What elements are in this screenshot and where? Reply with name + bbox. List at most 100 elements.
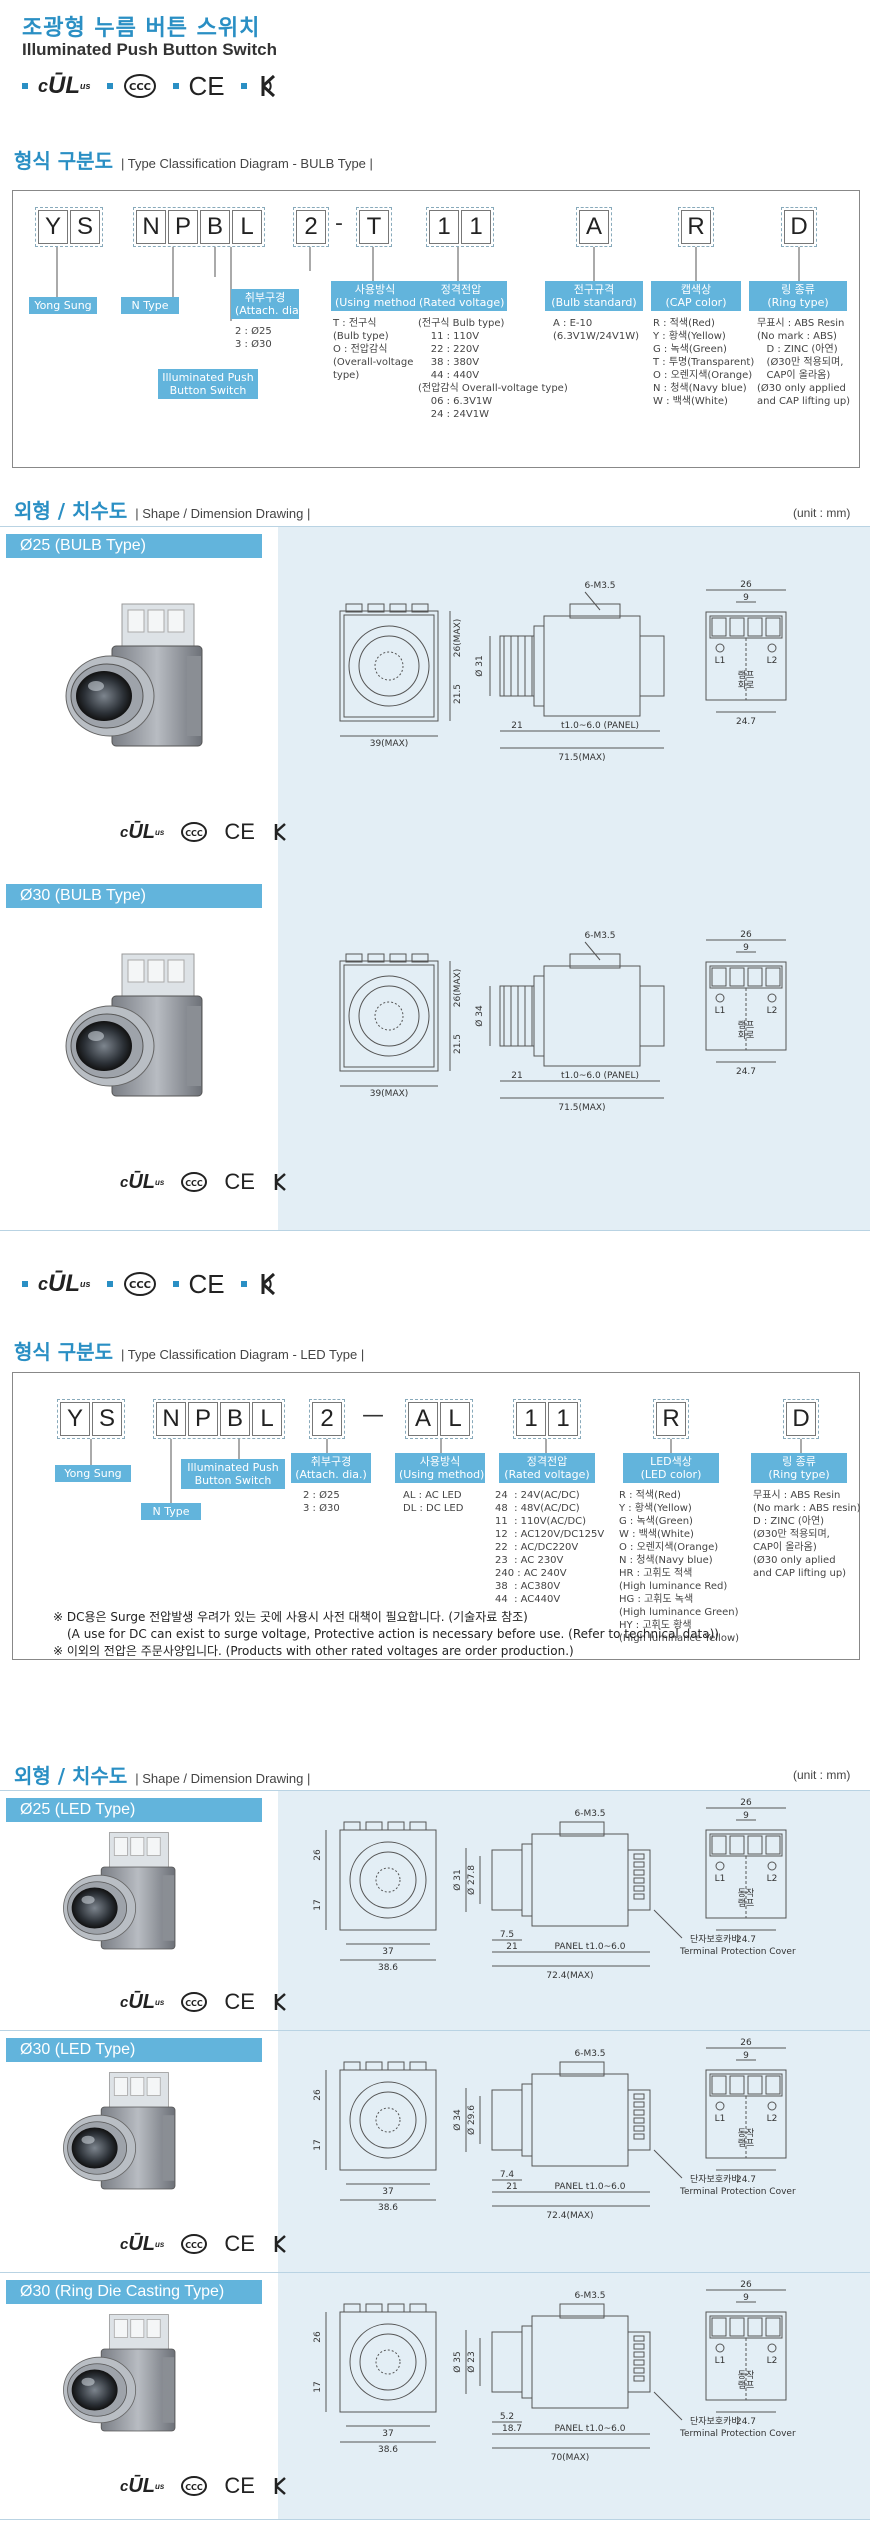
unit-label: (unit : mm) <box>793 506 851 520</box>
item-label: Ø30 (Ring Die Casting Type) <box>6 2280 262 2304</box>
dim-diameter-inner: Ø 27.8 <box>466 1865 477 1895</box>
bulb-classification-box: Y S N P B L 2 - T 1 1 A R D Yong Sung N … <box>12 190 860 468</box>
code-letter: L <box>440 1402 470 1436</box>
connector-lines <box>90 1439 802 1503</box>
ccc-icon: CCC <box>123 73 157 99</box>
section-title-en: | Type Classification Diagram - LED Type… <box>120 1347 365 1362</box>
section-title-ko: 외형 / 치수도 <box>14 499 128 523</box>
dim-diameter: Ø 31 <box>474 655 485 676</box>
kc-icon <box>271 1171 289 1193</box>
dim-width: 37 <box>382 1947 393 1957</box>
dim-bezel: 21 <box>511 1071 522 1081</box>
section-title-ko: 형식 구분도 <box>14 1340 113 1364</box>
code-letter: S <box>70 210 100 244</box>
desc-ring: 무표시 : ABS Resin (No mark : ABS) D : ZINC… <box>757 318 851 407</box>
terminal-l1-label: L1 <box>715 1874 726 1884</box>
dim-terminal-pitch: 9 <box>743 2051 749 2061</box>
ce-icon: CE <box>224 819 255 844</box>
dim-terminal-width: 26 <box>740 580 752 590</box>
dim-bezel: 5.2 <box>500 2412 514 2422</box>
dimension-drawing: 39(MAX) 26(MAX) 21.5 Ø 34 6-M3.5 21 t1.0~6.0 (… <box>339 930 787 1113</box>
tag-yong-sung: Yong Sung <box>55 1465 131 1482</box>
terminal-l1-label: L1 <box>715 656 726 666</box>
unit-label: (unit : mm) <box>793 1768 851 1782</box>
dim-height-upper: 26 <box>313 2331 323 2343</box>
dim-screw: 6-M3.5 <box>584 931 615 941</box>
kc-icon <box>257 73 279 99</box>
dim-height-upper: 26(MAX) <box>453 969 463 1008</box>
item-label: Ø30 (LED Type) <box>6 2038 262 2062</box>
dim-length: 72.4(MAX) <box>546 1971 593 1981</box>
svg-text:CCC: CCC <box>129 1280 151 1291</box>
dim-terminal-width: 26 <box>740 2280 752 2290</box>
desc-method: T : 전구식 (Bulb type) O : 전압감식 (Overall-vo… <box>333 318 414 381</box>
svg-text:CCC: CCC <box>186 829 204 838</box>
switch-photo <box>65 603 203 747</box>
bullet-icon <box>240 83 247 89</box>
code-letter: T <box>359 210 389 244</box>
dim-terminal-pitch: 9 <box>743 593 749 603</box>
bullet-icon <box>172 83 179 89</box>
code-letter: A <box>408 1402 438 1436</box>
section-header-led: 형식 구분도 | Type Classification Diagram - L… <box>14 1336 364 1365</box>
dim-width: 39(MAX) <box>370 1089 409 1099</box>
code-letter: 1 <box>461 210 491 244</box>
dim-diameter: Ø 35 <box>452 2351 463 2372</box>
dim-diameter: Ø 34 <box>452 2109 463 2131</box>
switch-photo <box>63 2072 176 2190</box>
dim-diameter: Ø 34 <box>474 1005 485 1027</box>
ccc-icon: CCC <box>123 1271 157 1297</box>
dim-panel: t1.0~6.0 (PANEL) <box>561 1071 639 1081</box>
desc-ring: 무표시 : ABS Resin (No mark : ABS resin) D … <box>753 1490 861 1579</box>
svg-text:CCC: CCC <box>186 1179 204 1188</box>
bullet-icon <box>22 83 28 89</box>
tag-n-type: N Type <box>141 1503 201 1520</box>
desc-cap: R : 적색(Red) Y : 황색(Yellow) G : 녹색(Green)… <box>653 318 755 407</box>
section-title-en: | Type Classification Diagram - BULB Typ… <box>120 156 373 171</box>
item-label: Ø25 (LED Type) <box>6 1798 262 1822</box>
dim-diameter-inner: Ø 29.6 <box>466 2105 477 2135</box>
desc-voltage: (전구식 Bulb type) 11 : 110V 22 : 220V 38 :… <box>418 318 568 420</box>
desc-voltage: 24 : 24V(AC/DC) 48 : 48V(AC/DC) 11 : 110… <box>495 1490 605 1605</box>
svg-text:CCC: CCC <box>129 82 151 93</box>
dim-bezel: 7.5 <box>500 1930 514 1940</box>
dim-height-lower: 21.5 <box>453 1034 463 1054</box>
dim-height-upper: 26(MAX) <box>453 619 463 658</box>
dim-terminal-base: 24.7 <box>736 2175 756 2185</box>
kc-icon <box>257 1271 279 1297</box>
ce-icon: CE <box>188 1268 225 1299</box>
tag-attach: 취부구경 (Attach. dia.) <box>231 289 307 319</box>
terminal-l2-label: L2 <box>767 1874 778 1884</box>
code-cap: R <box>678 207 714 247</box>
cover-label-en: Terminal Protection Cover <box>679 2429 796 2439</box>
dim-width: 37 <box>382 2429 393 2439</box>
page-title-en: Illuminated Push Button Switch <box>22 40 277 59</box>
tag-method: 사용방식 (Using method) <box>331 281 420 311</box>
section-header-shape1: 외형 / 치수도 | Shape / Dimension Drawing | <box>14 495 310 524</box>
svg-text:CCC: CCC <box>186 1999 204 2008</box>
switch-photo <box>65 953 203 1097</box>
svg-text:CCC: CCC <box>186 2241 204 2250</box>
code-letter: R <box>681 210 711 244</box>
note-line: (A use for DC can exist to surge voltage… <box>67 1627 719 1641</box>
dim-terminal-pitch: 9 <box>743 1811 749 1821</box>
dim-front: 21 <box>506 2182 517 2192</box>
code-ring: D <box>783 1399 819 1439</box>
cover-label-ko: 단자보호카바 <box>690 2416 740 2427</box>
kc-icon <box>271 2233 289 2255</box>
code-size: 2 <box>309 1399 345 1439</box>
ce-icon: CE <box>224 2231 255 2256</box>
cover-label-ko: 단자보호카바 <box>690 1934 740 1945</box>
dim-terminal-base: 24.7 <box>736 1935 756 1945</box>
tag-illuminated: Illuminated Push Button Switch <box>158 369 258 399</box>
dim-length: 70(MAX) <box>551 2453 590 2463</box>
